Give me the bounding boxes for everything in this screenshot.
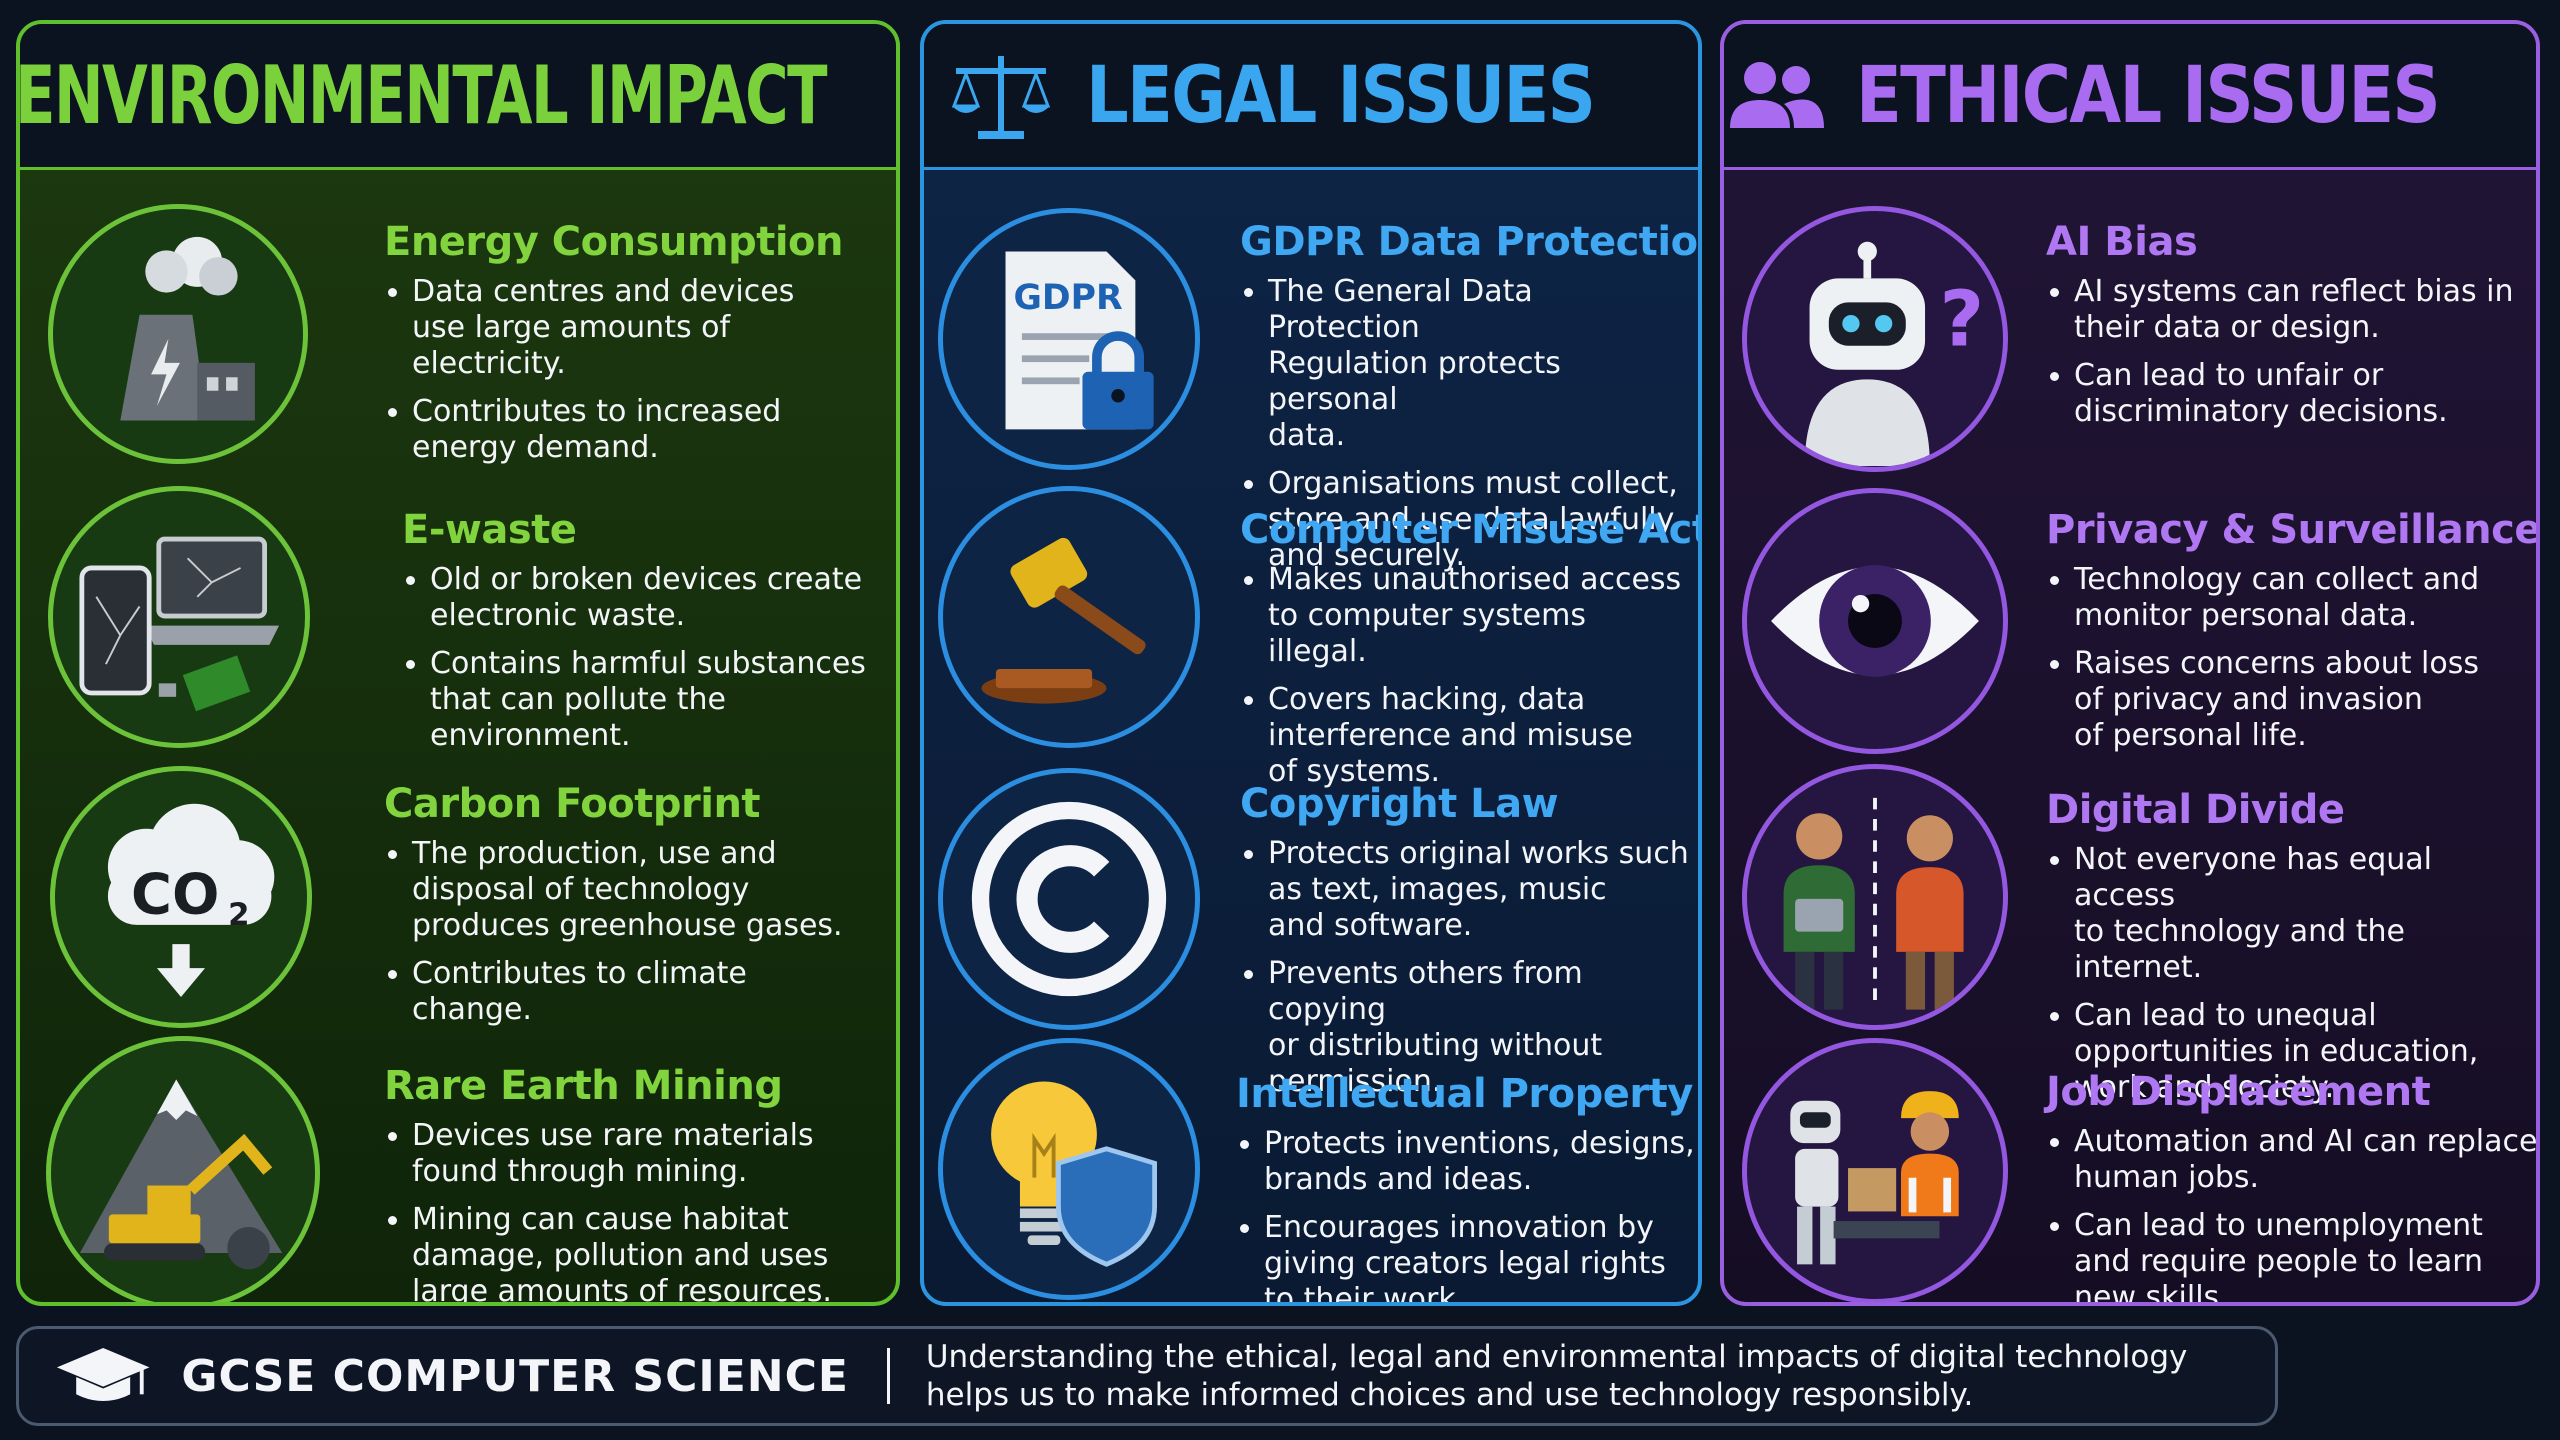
item-point: Can lead to unequal opportunities in edu… <box>2046 998 2526 1106</box>
list-item-energy-consumption: Energy Consumption Data centres and devi… <box>20 192 896 472</box>
item-point: Can lead to unfair or discriminatory dec… <box>2046 358 2526 430</box>
item-point: Protects inventions, designs, brands and… <box>1236 1126 1696 1198</box>
environmental-title: ENVIRONMENTAL IMPACT <box>16 49 828 142</box>
item-title: Intellectual Property <box>1236 1071 1693 1117</box>
list-item-job-displacement: Job Displacement Automation and AI can r… <box>1724 1034 2536 1302</box>
footer-title: GCSE COMPUTER SCIENCE <box>181 1350 849 1402</box>
footer-text: Understanding the ethical, legal and env… <box>925 1339 2188 1413</box>
ethical-header: ETHICAL ISSUES <box>1724 24 2536 170</box>
list-item-copyright-law: Copyright Law Protects original works su… <box>924 760 1698 1099</box>
item-point: The production, use and disposal of tech… <box>384 836 896 944</box>
svg-text:?: ? <box>1939 276 1984 365</box>
list-item-intellectual-property: Intellectual Property Protects invention… <box>924 1034 1698 1302</box>
item-point: Old or broken devices create electronic … <box>402 562 896 634</box>
co2-cloud-icon: CO 2 <box>50 766 312 1028</box>
list-item-ai-bias: ? AI Bias AI systems can reflect bias in… <box>1724 192 2536 482</box>
ethical-issues-panel: ETHICAL ISSUES ? AI Bias AI systems can … <box>1720 20 2540 1306</box>
legal-issues-panel: LEGAL ISSUES GDPR GDPR Data Protection T… <box>920 20 1702 1306</box>
item-point: Data centres and devices use large amoun… <box>384 274 884 382</box>
legal-title: LEGAL ISSUES <box>1085 50 1596 141</box>
item-point: Makes unauthorised access to computer sy… <box>1240 562 1690 670</box>
item-point: Covers hacking, data interference and mi… <box>1240 682 1690 790</box>
list-item-e-waste: E-waste Old or broken devices create ele… <box>20 482 896 762</box>
list-item-digital-divide: Digital Divide Not everyone has equal ac… <box>1724 764 2536 1105</box>
ethical-title: ETHICAL ISSUES <box>1856 50 2441 141</box>
list-item-carbon-footprint: CO 2 Carbon Footprint The production, us… <box>20 760 896 1032</box>
item-point: AI systems can reflect bias in their dat… <box>2046 274 2526 346</box>
item-title: Copyright Law <box>1240 781 1559 827</box>
item-title: AI Bias <box>2046 219 2198 265</box>
mining-excavator-icon <box>46 1036 320 1302</box>
item-point: Raises concerns about loss of privacy an… <box>2046 646 2526 754</box>
lightbulb-shield-icon <box>938 1038 1200 1300</box>
graduation-cap-icon <box>56 1348 150 1402</box>
list-item-computer-misuse-act: Computer Misuse Act Makes unauthorised a… <box>924 482 1702 789</box>
power-station-icon <box>48 204 308 464</box>
item-point: Mining can cause habitat damage, polluti… <box>384 1202 896 1302</box>
svg-text:2: 2 <box>228 897 249 933</box>
environmental-header: ENVIRONMENTAL IMPACT <box>20 24 896 170</box>
item-title: Rare Earth Mining <box>384 1063 783 1109</box>
broken-devices-icon <box>48 486 310 748</box>
item-point: Encourages innovation by giving creators… <box>1236 1210 1696 1302</box>
item-title: Energy Consumption <box>384 219 844 265</box>
people-icon <box>1730 61 1825 128</box>
list-item-rare-earth-mining: Rare Earth Mining Devices use rare mater… <box>20 1036 896 1302</box>
item-point: Prevents others from copying or distribu… <box>1240 956 1690 1100</box>
gdpr-label: GDPR <box>1013 278 1122 318</box>
item-title: Digital Divide <box>2046 787 2345 833</box>
item-point: Automation and AI can replace human jobs… <box>2046 1124 2536 1196</box>
item-point: Organisations must collect, store and us… <box>1240 466 1690 574</box>
item-point: Not everyone has equal access to technol… <box>2046 842 2526 986</box>
gavel-icon <box>938 486 1200 748</box>
item-point: Technology can collect and monitor perso… <box>2046 562 2526 634</box>
item-point: Can lead to unemployment and require peo… <box>2046 1208 2536 1302</box>
footer-divider <box>886 1348 890 1404</box>
list-item-gdpr-data-protection: GDPR GDPR Data Protection The General Da… <box>924 192 1702 573</box>
item-point: The General Data Protection Regulation p… <box>1240 274 1690 454</box>
item-title: E-waste <box>402 507 577 553</box>
eye-icon <box>1742 488 2008 754</box>
environmental-impact-panel: ENVIRONMENTAL IMPACT Energy Consumption … <box>16 20 900 1306</box>
legal-header: LEGAL ISSUES <box>924 24 1698 170</box>
item-title: Privacy & Surveillance <box>2046 507 2540 553</box>
item-point: Contributes to increased energy demand. <box>384 394 884 466</box>
item-title: Computer Misuse Act <box>1240 507 1702 553</box>
list-item-privacy-surveillance: Privacy & Surveillance Technology can co… <box>1724 482 2536 764</box>
item-title: Job Displacement <box>2046 1069 2431 1115</box>
footer-banner: GCSE COMPUTER SCIENCE Understanding the … <box>16 1326 2278 1426</box>
item-point: Contains harmful substances that can pol… <box>402 646 896 754</box>
item-point: Contributes to climate change. <box>384 956 896 1028</box>
robot-question-icon: ? <box>1742 206 2008 472</box>
co2-label: CO <box>131 862 219 927</box>
item-title: Carbon Footprint <box>384 781 761 827</box>
copyright-icon <box>938 768 1200 1030</box>
gdpr-document-lock-icon: GDPR <box>938 208 1200 470</box>
robot-worker-icon <box>1742 1038 2008 1302</box>
item-title: GDPR Data Protection <box>1240 219 1702 265</box>
two-people-divide-icon <box>1742 764 2008 1030</box>
item-point: Devices use rare materials found through… <box>384 1118 896 1190</box>
item-point: Protects original works such as text, im… <box>1240 836 1690 944</box>
scales-icon <box>951 55 1050 139</box>
